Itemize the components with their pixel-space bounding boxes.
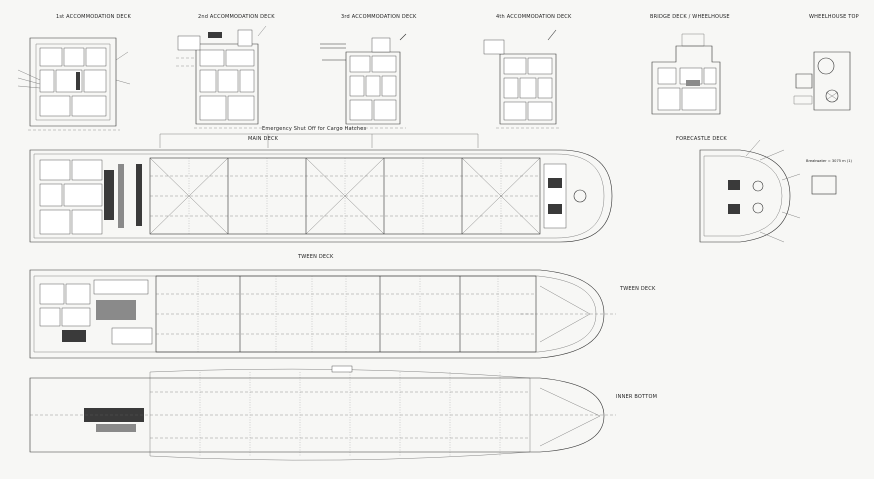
label-1st-accommodation-deck: 1st ACCOMMODATION DECK [56,14,131,20]
label-emergency-shut-off: Emergency Shut Off for Cargo Hatches [262,126,366,132]
plan-4th-accommodation-deck [483,29,560,129]
label-3rd-accommodation-deck: 3rd ACCOMMODATION DECK [341,14,417,20]
label-tween-deck-side: TWEEN DECK [619,286,656,292]
emergency-shutoff-callout: Emergency Shut Off for Cargo Hatches [159,126,479,148]
label-4th-accommodation-deck: 4th ACCOMMODATION DECK [496,14,572,20]
plan-main-deck [29,149,613,243]
plan-3rd-accommodation-deck [320,33,407,129]
label-2nd-accommodation-deck: 2nd ACCOMMODATION DECK [198,14,275,20]
label-bridge-deck-wheelhouse: BRIDGE DECK / WHEELHOUSE [650,14,730,20]
label-main-deck: MAIN DECK [248,136,279,142]
plan-bridge-deck-wheelhouse [651,33,721,115]
label-forecastle-deck: FORECASTLE DECK [676,136,727,142]
plan-1st-accommodation-deck [17,37,131,131]
plan-forecastle-deck: Breakwater = 3075 m (1) [699,139,853,243]
label-forecastle-note: Breakwater = 3075 m (1) [806,159,853,163]
label-wheelhouse-top: WHEELHOUSE TOP [809,14,859,20]
plan-2nd-accommodation-deck [176,25,267,129]
label-inner-bottom: INNER BOTTOM [616,394,657,400]
plan-inner-bottom [29,365,616,461]
plan-tween-deck [29,269,616,359]
label-tween-deck-title: TWEEN DECK [297,254,334,260]
plan-wheelhouse-top [793,51,851,111]
